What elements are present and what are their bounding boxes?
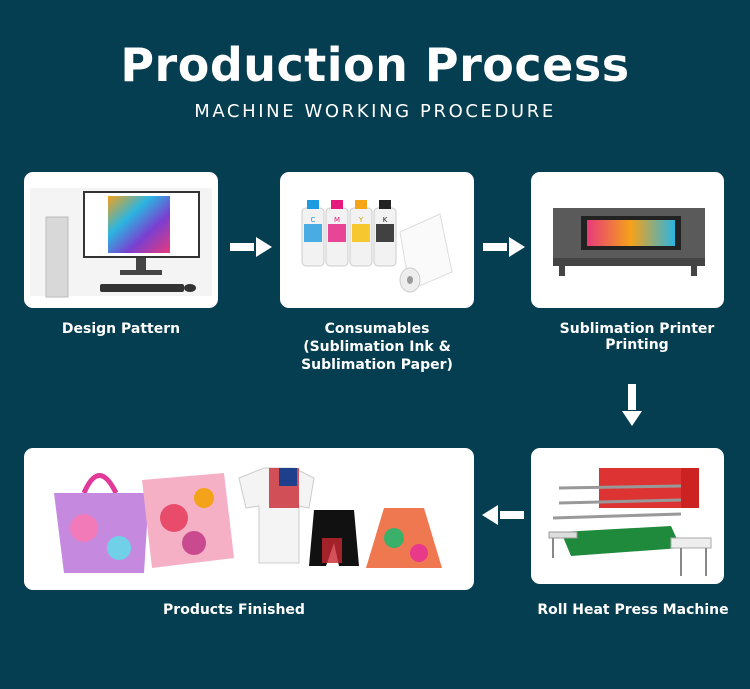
- arrow-right-icon: [230, 237, 272, 257]
- ink-label-k: K: [383, 216, 388, 224]
- computer-image: [30, 188, 212, 298]
- printer-line-1: Sublimation Printer: [559, 321, 715, 337]
- sublimation-printer-image: [553, 208, 705, 276]
- arrow-left-icon: [482, 505, 524, 525]
- printer-line-2: Printing: [605, 337, 669, 353]
- consumables-line-2: (Sublimation Ink &: [303, 339, 451, 355]
- ink-label-m: M: [334, 216, 340, 224]
- consumables-line-3: Sublimation Paper): [301, 357, 453, 373]
- step-label-design-pattern: Design Pattern: [61, 321, 181, 337]
- arrow-down-icon: [622, 384, 642, 426]
- ink-label-y: Y: [358, 216, 364, 224]
- arrow-right-icon: [483, 237, 525, 257]
- page-title: Production Process: [120, 38, 630, 92]
- step-label-heat-press: Roll Heat Press Machine: [537, 602, 729, 618]
- step-label-products-finished: Products Finished: [163, 602, 305, 618]
- step-label-printer: Sublimation Printer Printing: [531, 320, 743, 354]
- consumables-line-1: Consumables: [324, 321, 430, 337]
- printer-card: [531, 172, 724, 308]
- finished-products-image: [54, 467, 442, 573]
- roll-heat-press-image: [548, 468, 712, 576]
- ink-label-c: C: [311, 216, 316, 224]
- heat-press-card: [531, 448, 724, 584]
- consumables-card: C M Y K: [280, 172, 474, 308]
- ink-and-paper-image: C M Y K: [301, 200, 453, 293]
- step-label-consumables: Consumables (Sublimation Ink & Sublimati…: [280, 320, 474, 374]
- products-finished-card: [24, 448, 474, 590]
- design-pattern-card: [24, 172, 218, 308]
- page-subtitle: MACHINE WORKING PROCEDURE: [194, 101, 556, 122]
